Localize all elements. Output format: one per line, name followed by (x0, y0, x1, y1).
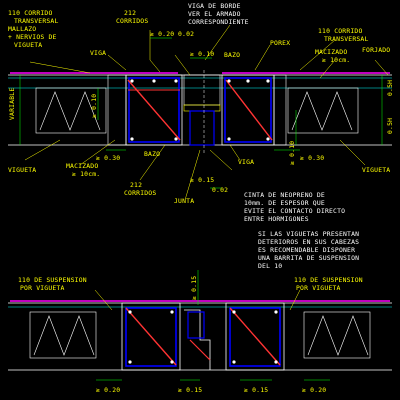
bottom-beam-right (225, 302, 285, 371)
label-vigueta-left: VIGUETA (8, 166, 36, 174)
top-detail-labels: 110 CORRIDO TRANSVERSAL MALLAZO + NERVIO… (8, 2, 394, 205)
dim-05h-2: 0.5H (386, 118, 394, 134)
note-neopreno-line-3: EVITE EL CONTACTO DIRECTO (244, 207, 345, 215)
dim-015-right: ≥ 0.15 (244, 386, 268, 394)
label-macizado-left-dim: ≥ 10cm. (72, 170, 100, 178)
label-corrido-110-left: 110 CORRIDO (8, 9, 53, 17)
dim-002-bottom: 0.02 (212, 186, 228, 194)
label-macizado-right: MACIZADO (315, 48, 347, 56)
label-vigueta-right: VIGUETA (362, 166, 390, 174)
label-corridos-low: CORRIDOS (124, 189, 156, 197)
label-transversal-right: TRANSVERSAL (324, 35, 369, 43)
dim-020-top: ≥ 0.20 (150, 30, 174, 38)
note-viguetas-line-4: UNA BARRITA DE SUSPENSION (258, 254, 359, 262)
label-transversal-left: TRANSVERSAL (14, 17, 59, 25)
dim-015-left: ≥ 0.15 (178, 386, 202, 394)
dim-002-top: 0.02 (178, 30, 194, 38)
note-viguetas: SI LAS VIGUETAS PRESENTAN DETERIOROS EN … (258, 230, 359, 270)
bottom-beam-center (184, 309, 211, 370)
dim-030-right: ≥ 0.30 (300, 154, 324, 162)
note-neopreno-line-1: CINTA DE NEOPRENO DE (244, 191, 325, 199)
dim-030-left: ≥ 0.30 (96, 154, 120, 162)
dim-010-left: ≥ 0.10 (90, 94, 98, 118)
note-viguetas-line-5: DEL 10 (258, 262, 282, 270)
label-vigueta-1: VIGUETA (14, 41, 42, 49)
rebar-points-bottom (128, 310, 278, 364)
beam-right (221, 74, 275, 146)
junta-zone (189, 110, 215, 146)
label-nervios: + NERVIOS DE (8, 33, 57, 41)
label-bazo-bottom: BAZO (144, 150, 160, 158)
beam-left (125, 74, 183, 146)
leaders-top (29, 24, 389, 79)
dim-020-right: ≥ 0.20 (302, 386, 326, 394)
label-mallazo: MALLAZO (8, 25, 36, 33)
note-viguetas-line-2: DETERIOROS EN SUS CABEZAS (258, 238, 359, 246)
label-suspension-left-2: POR VIGUETA (20, 284, 65, 292)
label-bazo-top: BAZO (224, 51, 240, 59)
label-212: 212 (124, 9, 136, 17)
dim-015-bottom: ≥ 0.15 (190, 176, 214, 184)
label-viga-2: VIGA (238, 158, 254, 166)
label-suspension-right-1: 110 DE SUSPENSION (294, 276, 363, 284)
label-corrido-110-right: 110 CORRIDO (318, 27, 363, 35)
dim-020-left: ≥ 0.20 (96, 386, 120, 394)
dim-010-top: ≥ 0.10 (190, 50, 214, 58)
bottom-truss-left (29, 311, 97, 359)
label-suspension-right-2: POR VIGUETA (296, 284, 341, 292)
bottom-detail (8, 270, 392, 381)
label-corridos: CORRIDOS (116, 17, 148, 25)
label-junta: JUNTA (174, 197, 194, 205)
note-viguetas-line-1: SI LAS VIGUETAS PRESENTAN (258, 230, 359, 238)
vigueta-truss-left (35, 87, 107, 134)
note-viguetas-line-3: ES RECOMENDABLE DISPONER (258, 246, 355, 254)
rebar-points-top (130, 79, 270, 141)
dimensions-top (19, 37, 383, 189)
label-macizado-right-dim: ≥ 10cm. (322, 56, 350, 64)
note-neopreno-line-4: ENTRE HORMIGONES (244, 215, 309, 223)
bottom-truss-right (303, 311, 371, 359)
label-forjado: FORJADO (362, 46, 390, 54)
leaders-bottom (24, 139, 366, 201)
dim-05h-1: 0.5H (386, 80, 394, 96)
vigueta-truss-right (287, 87, 359, 134)
bottom-dimensions (96, 270, 330, 381)
dim-010-right: ≥ 0.10 (288, 141, 296, 165)
dim-015-vert: ≥ 0.15 (190, 276, 198, 300)
label-viga-1: VIGA (90, 49, 106, 57)
bottom-detail-labels: 110 DE SUSPENSION POR VIGUETA 110 DE SUS… (18, 276, 363, 394)
top-detail (8, 24, 392, 201)
label-viga-borde: VIGA DE BORDE (188, 2, 241, 10)
label-macizado-left: MACIZADO (66, 162, 98, 170)
label-ver-armado: VER EL ARMADO (188, 10, 241, 18)
label-correspondiente: CORRESPONDIENTE (188, 18, 249, 26)
label-variable: VARIABLE (8, 88, 16, 120)
label-porex: POREX (270, 39, 290, 47)
label-212-low: 212 (130, 181, 142, 189)
label-suspension-left-1: 110 DE SUSPENSION (18, 276, 87, 284)
bottom-beam-left (121, 302, 181, 371)
note-neopreno-line-2: 10mm. DE ESPESOR QUE (244, 199, 325, 207)
bottom-leaders (94, 289, 301, 311)
note-neopreno: CINTA DE NEOPRENO DE 10mm. DE ESPESOR QU… (244, 191, 345, 223)
